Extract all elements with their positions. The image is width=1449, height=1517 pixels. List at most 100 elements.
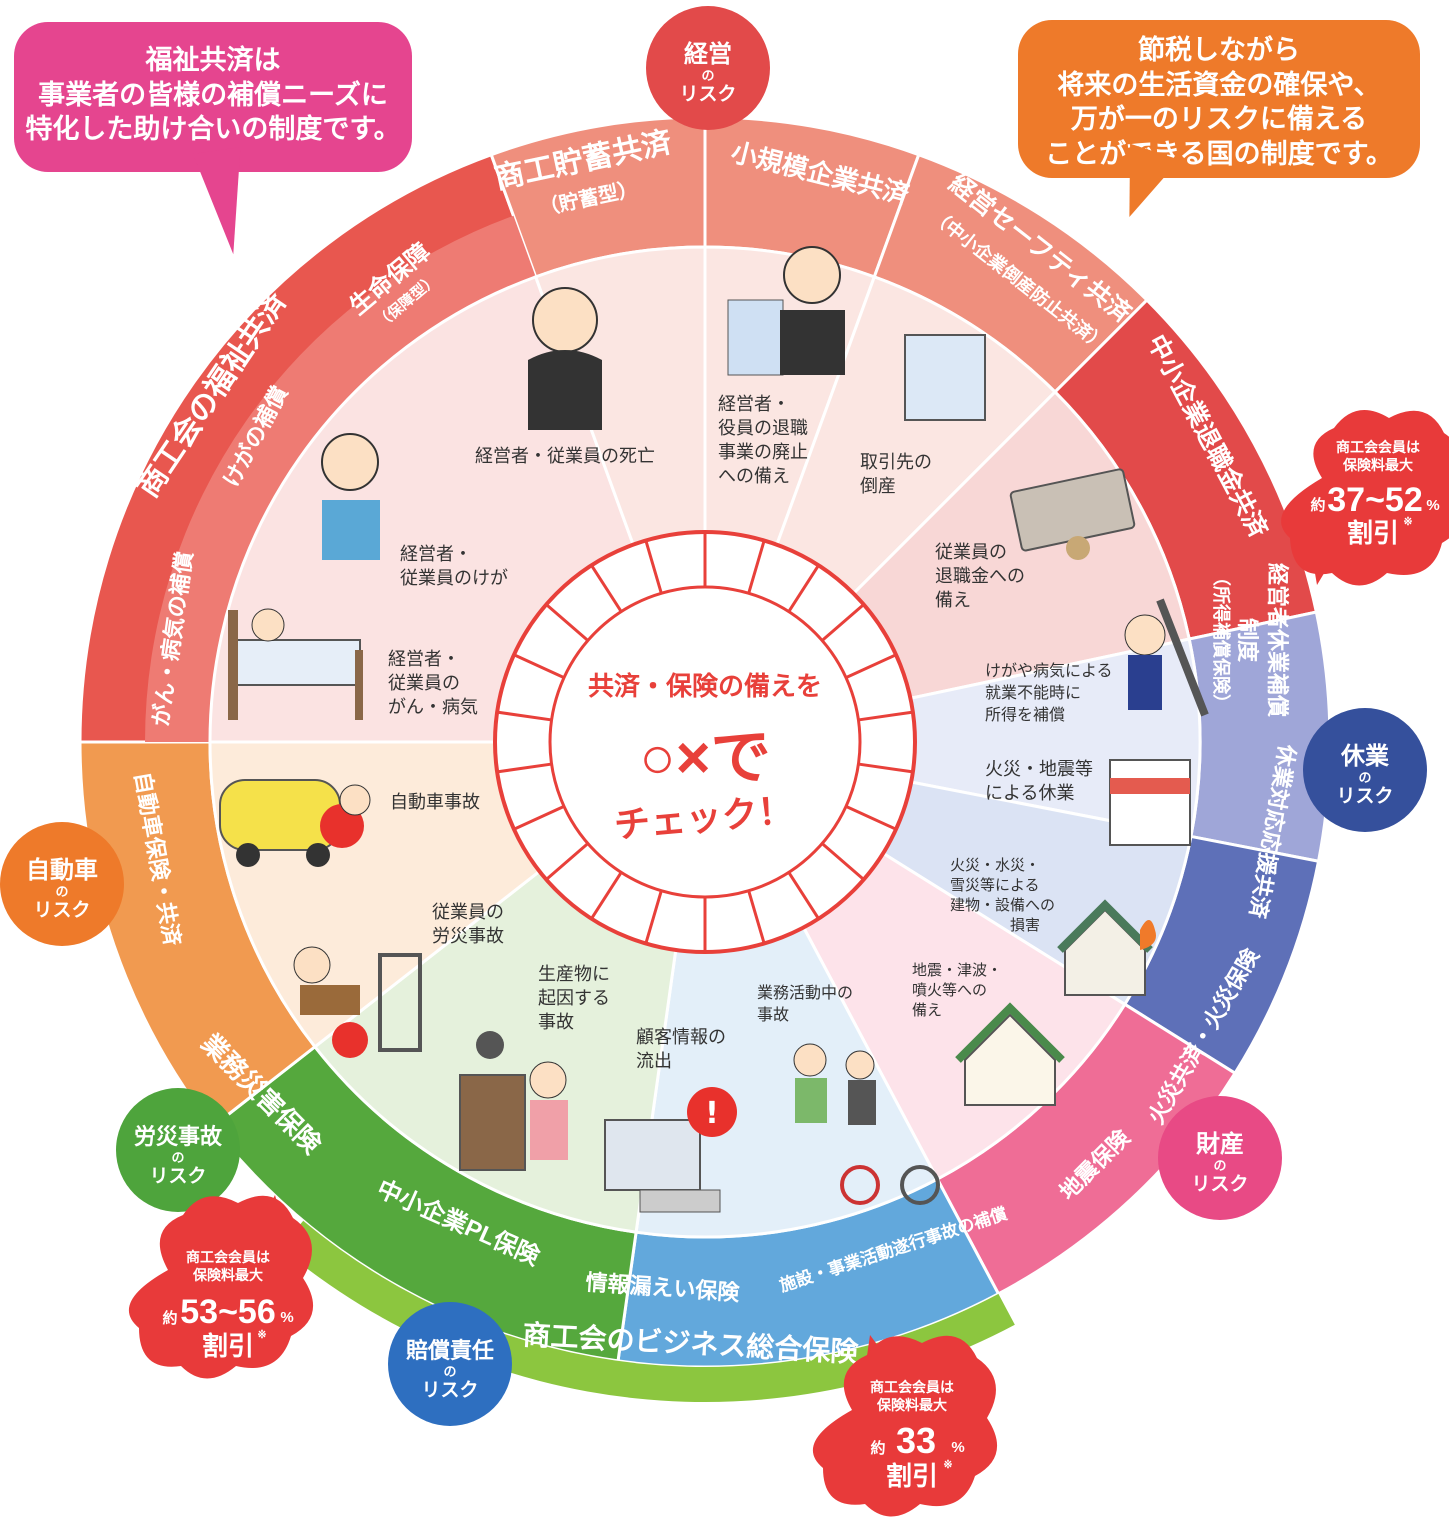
- svg-text:の: の: [171, 1150, 184, 1165]
- smoking-machine-icon: [459, 1031, 568, 1171]
- svg-text:%: %: [280, 1309, 293, 1326]
- svg-text:リスク: リスク: [679, 83, 736, 105]
- mourning-person-icon: [528, 287, 602, 430]
- bubble-text-line: 事業者の皆様の補償ニーズに: [38, 79, 388, 111]
- risk-item-death: 経営者・従業員の死亡: [475, 446, 655, 466]
- svg-text:賠償責任: 賠償責任: [406, 1338, 494, 1363]
- svg-text:自動車: 自動車: [26, 856, 98, 884]
- checkbox-ring: [496, 532, 914, 952]
- svg-text:労災事故: 労災事故: [134, 1124, 223, 1149]
- work-activity-icon: [793, 1043, 940, 1205]
- damaged-house-icon: [955, 1002, 1065, 1106]
- svg-text:約: 約: [1310, 496, 1325, 514]
- illustrations: !: [219, 246, 1209, 1213]
- checkbox-divider: [496, 710, 552, 722]
- svg-text:%: %: [951, 1439, 964, 1456]
- center-marks: ○×で: [639, 724, 770, 791]
- risk-item-quake: 地震・津波・ 噴火等への 備え: [912, 962, 1006, 1019]
- checkbox-divider: [513, 805, 565, 831]
- svg-text:の: の: [1358, 770, 1371, 785]
- discount-badge-53-56: 商工会会員は 保険料最大 約 53~56 % 割引 ※: [128, 1195, 314, 1379]
- svg-text:※: ※: [257, 1329, 266, 1341]
- retiring-manager-icon: [727, 246, 845, 376]
- svg-text:33: 33: [896, 1420, 936, 1461]
- closed-shop-icon: [1109, 759, 1191, 846]
- risk-item-car: 自動車事故: [390, 792, 480, 812]
- burning-house-icon: [1057, 899, 1156, 996]
- bubble-text-line: 福祉共済は: [145, 45, 281, 76]
- svg-text:リスク: リスク: [421, 1379, 478, 1401]
- checkbox-divider: [590, 564, 623, 613]
- risk-item-illness: 経営者・ 従業員の がん・病気: [388, 649, 478, 717]
- risk-badge-automobile: 自動車 の リスク: [0, 822, 124, 946]
- svg-text:商工会会員は: 商工会会員は: [870, 1379, 954, 1395]
- svg-text:約: 約: [162, 1309, 177, 1327]
- checkbox-divider: [545, 842, 589, 881]
- risk-item-injury: 経営者・ 従業員のけが: [400, 544, 508, 588]
- ring-band-business: [280, 1220, 1015, 1402]
- risk-item-bankrupt: 取引先の 倒産: [860, 452, 937, 496]
- injured-person-icon: [321, 433, 380, 560]
- computer-warning-icon: !: [604, 1087, 737, 1213]
- svg-text:53~56: 53~56: [180, 1293, 276, 1331]
- checkbox-divider: [644, 890, 663, 944]
- svg-text:割引: 割引: [886, 1461, 938, 1491]
- checkbox-divider: [787, 871, 820, 920]
- risk-item-fire-damage: 火災・水災・ 雪災等による 建物・設備への 損害: [950, 857, 1059, 934]
- svg-text:休業: 休業: [1340, 743, 1389, 770]
- svg-text:財産: 財産: [1196, 1130, 1244, 1158]
- svg-text:の: の: [443, 1364, 456, 1379]
- risk-item-income: けがや病気による 就業不能時に 所得を補償: [985, 662, 1117, 724]
- svg-text:経営: 経営: [684, 40, 732, 68]
- svg-text:37~52: 37~52: [1327, 481, 1423, 519]
- svg-text:の: の: [55, 884, 68, 899]
- checkbox-divider: [545, 603, 589, 642]
- svg-text:リスク: リスク: [1336, 785, 1393, 807]
- risk-item-severance: 従業員の 退職金への 備え: [935, 542, 1030, 610]
- svg-text:割引: 割引: [202, 1331, 254, 1361]
- discount-badge-37-52: 商工会会員は 保険料最大 約 37~52 % 割引 ※: [1281, 410, 1449, 586]
- checkbox-divider: [590, 871, 623, 920]
- svg-text:※: ※: [943, 1459, 952, 1471]
- risk-item-work: 業務活動中の 事故: [757, 984, 857, 1024]
- risk-badge-liability: 賠償責任 の リスク: [388, 1302, 512, 1426]
- bubble-text-line: 節税しながら: [1138, 35, 1300, 66]
- money-icon: [1009, 468, 1136, 560]
- checkbox-divider: [821, 603, 865, 642]
- svg-text:保険料最大: 保険料最大: [876, 1397, 947, 1413]
- checkbox-divider: [845, 805, 897, 831]
- risk-item-disaster-rest: 火災・地震等 による休業: [985, 759, 1098, 803]
- svg-text:商工会会員は: 商工会会員は: [1336, 439, 1420, 455]
- svg-text:約: 約: [870, 1439, 885, 1457]
- svg-text:リスク: リスク: [1191, 1173, 1248, 1195]
- injured-worker-icon: [1124, 598, 1209, 717]
- svg-text:の: の: [701, 68, 714, 83]
- bubble-text-line: 万が一のリスクに備える: [1070, 104, 1368, 136]
- checkbox-divider: [858, 762, 914, 774]
- svg-text:保険料最大: 保険料最大: [1342, 457, 1413, 473]
- checkbox-divider: [747, 540, 766, 594]
- product-label-kyugyo-hosho: 経営者休業補償: [1265, 563, 1290, 717]
- speech-bubble-national: 節税しながら 将来の生活資金の確保や、 万が一のリスクに備える ことができる国の…: [1018, 20, 1420, 178]
- car-accident-icon: [219, 779, 371, 867]
- checkbox-divider: [787, 564, 820, 613]
- svg-text:保険料最大: 保険料最大: [192, 1267, 263, 1283]
- center-hub: 共済・保険の備えを ○×で チェック！: [493, 530, 917, 954]
- risk-badge-business-interruption: 休業 の リスク: [1303, 708, 1427, 832]
- svg-text:の: の: [1213, 1158, 1226, 1173]
- product-sub-kyugyo-hosho: （所得補償保険）: [1211, 568, 1232, 712]
- bubble-text-line: 特化した助け合いの制度です。: [25, 114, 401, 146]
- svg-text:リスク: リスク: [149, 1165, 206, 1187]
- checkbox-divider: [747, 890, 766, 944]
- risk-badge-property: 財産 の リスク: [1158, 1096, 1282, 1220]
- svg-text:商工会会員は: 商工会会員は: [186, 1249, 270, 1265]
- building-icon: [904, 334, 986, 421]
- checkbox-divider: [644, 540, 663, 594]
- risk-item-labor: 従業員の 労災事故: [432, 902, 509, 946]
- risk-item-product: 生産物に 起因する 事故: [538, 964, 615, 1032]
- outer-ring: [78, 115, 1332, 1402]
- checkbox-divider: [858, 710, 914, 722]
- risk-badge-industrial-accident: 労災事故 の リスク: [116, 1088, 240, 1212]
- checkbox-divider: [496, 762, 552, 774]
